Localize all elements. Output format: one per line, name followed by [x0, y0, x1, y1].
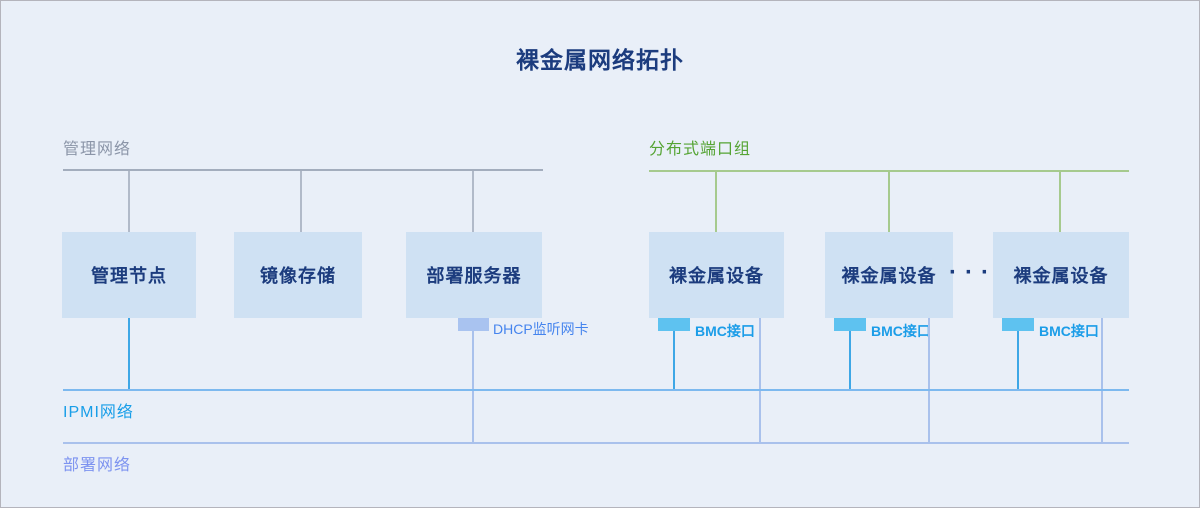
- port-group-link-line: [1059, 172, 1061, 232]
- node-image-store: 镜像存储: [234, 232, 362, 318]
- node-label: 管理节点: [91, 266, 167, 286]
- ipmi-link-line: [128, 318, 130, 390]
- node-baremetal-1: 裸金属设备: [649, 232, 784, 318]
- node-label: 裸金属设备: [669, 266, 764, 286]
- deployment-bus-line: [63, 442, 1129, 444]
- port-group-link-line: [715, 172, 717, 232]
- ellipsis-dots: ···: [949, 259, 997, 286]
- node-baremetal-3: 裸金属设备: [993, 232, 1129, 318]
- node-label: 部署服务器: [426, 266, 522, 286]
- ipmi-link-line: [849, 331, 851, 390]
- port-group-bus-line: [649, 170, 1129, 172]
- node-management: 管理节点: [62, 232, 196, 318]
- management-link-line: [128, 171, 130, 232]
- management-network-label: 管理网络: [63, 141, 132, 158]
- management-bus-line: [63, 169, 543, 171]
- ipmi-link-line: [1017, 331, 1019, 390]
- bmc-port-label: BMC接口: [871, 323, 931, 339]
- deployment-link-line: [759, 318, 761, 443]
- page-title: 裸金属网络拓扑: [516, 47, 684, 73]
- deployment-link-line: [928, 318, 930, 443]
- dhcp-nic-rect: [458, 318, 489, 331]
- bmc-port-rect: [658, 318, 690, 331]
- node-label: 裸金属设备: [1013, 266, 1109, 286]
- deployment-link-line: [472, 331, 474, 443]
- management-link-line: [472, 171, 474, 232]
- node-deploy-server: 部署服务器: [406, 232, 542, 318]
- ipmi-link-line: [673, 331, 675, 390]
- node-label: 镜像存储: [260, 266, 336, 286]
- bmc-port-label: BMC接口: [1039, 323, 1099, 339]
- dhcp-nic-label: DHCP监听网卡: [493, 321, 589, 337]
- bmc-port-rect: [1002, 318, 1034, 331]
- bmc-port-label: BMC接口: [695, 323, 755, 339]
- node-baremetal-2: 裸金属设备: [825, 232, 953, 318]
- deployment-network-label: 部署网络: [63, 457, 132, 474]
- port-group-link-line: [888, 172, 890, 232]
- management-link-line: [300, 171, 302, 232]
- port-group-label: 分布式端口组: [649, 141, 752, 158]
- bmc-port-rect: [834, 318, 866, 331]
- ipmi-bus-line: [63, 389, 1129, 391]
- ipmi-network-label: IPMI网络: [63, 404, 134, 421]
- deployment-link-line: [1101, 318, 1103, 443]
- node-label: 裸金属设备: [841, 266, 937, 286]
